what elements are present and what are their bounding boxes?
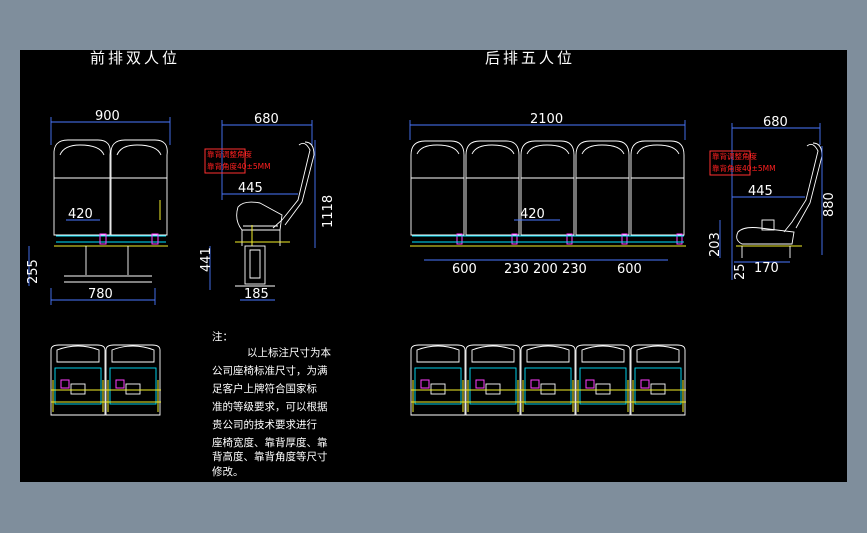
dim-side2-foot: 25 (733, 263, 748, 280)
note-label: 注： (212, 330, 233, 343)
dim-front-left-height: 255 (26, 259, 41, 284)
dim-front-base-width: 780 (88, 287, 113, 302)
front-double-seat-front-view: 900 420 255 780 (26, 109, 171, 305)
dim-side2-base: 170 (754, 261, 779, 276)
dim-side2-height: 880 (822, 192, 837, 217)
plan2-seat-2 (105, 344, 161, 416)
side2-red-note-1: 靠背调整角度 (712, 151, 757, 161)
note-line-3: 足客户上牌符合国家标 (212, 382, 317, 395)
dim-side2-depth: 680 (763, 115, 788, 130)
dim-rear-width: 2100 (530, 112, 563, 127)
side1-red-note-1: 靠背调整角度 (207, 149, 252, 159)
note-line-6: 座椅宽度、靠背厚度、靠 (212, 436, 328, 449)
rear-five-seat-plan-view (410, 344, 686, 416)
drawing-canvas: 前排双人位 后排五人位 900 420 255 780 (20, 49, 847, 482)
plan5-seat-5 (630, 344, 686, 416)
rear-seat-back-3 (520, 140, 575, 245)
note-line-8: 修改。 (212, 465, 244, 478)
dim-side2-seat-height: 203 (708, 232, 723, 257)
dim-rear-seat-width: 420 (520, 207, 545, 222)
note-line-1: 以上标注尺寸为本 (247, 346, 331, 359)
dim-rear-seg-5: 600 (617, 262, 642, 277)
dim-side1-mid: 445 (238, 181, 263, 196)
dim-rear-seg-2: 230 (504, 262, 529, 277)
front-seat-side-view: 680 靠背调整角度 靠背角度40±5MM 445 1118 441 185 (199, 112, 336, 302)
dim-rear-seg-1: 600 (452, 262, 477, 277)
dim-rear-seg-3: 200 (533, 262, 558, 277)
dim-front-width: 900 (95, 109, 120, 124)
side1-red-note-2: 靠背角度40±5MM (207, 161, 271, 171)
dim-side2-mid: 445 (748, 184, 773, 199)
dim-side1-seat-height: 441 (199, 247, 214, 272)
plan2-seat-1 (50, 344, 106, 416)
plan5-seat-1 (410, 344, 466, 416)
note-line-5: 贵公司的技术要求进行 (212, 418, 317, 431)
rear-seat-back-5 (630, 140, 685, 245)
cad-drawing: 前排双人位 后排五人位 900 420 255 780 (26, 49, 837, 478)
title-rear: 后排五人位 (485, 50, 575, 67)
plan5-seat-2 (465, 344, 521, 416)
dim-side1-depth: 680 (254, 112, 279, 127)
rear-seat-back-2 (465, 140, 520, 245)
plan5-seat-3 (520, 344, 576, 416)
plan5-seat-4 (575, 344, 631, 416)
side2-red-note-2: 靠背角度40±5MM (712, 163, 776, 173)
dim-side1-height: 1118 (321, 195, 336, 228)
dim-front-seat-width: 420 (68, 207, 93, 222)
note-line-7: 背高度、靠背角度等尺寸 (212, 450, 328, 463)
dim-rear-seg-4: 230 (562, 262, 587, 277)
title-front: 前排双人位 (90, 50, 180, 67)
note-block: 注： 以上标注尺寸为本 公司座椅标准尺寸，为满 足客户上牌符合国家标 准的等级要… (212, 330, 331, 478)
dim-side1-base: 185 (244, 287, 269, 302)
rear-seat-back-4 (575, 140, 630, 245)
note-line-4: 准的等级要求，可以根据 (212, 400, 328, 413)
rear-five-seat-front-view: 2100 420 600 230 200 230 600 (409, 112, 686, 277)
rear-seat-side-view: 680 靠背调整角度 靠背角度40±5MM 445 880 203 25 170 (708, 115, 837, 280)
note-line-2: 公司座椅标准尺寸，为满 (212, 364, 328, 377)
front-double-seat-plan-view (50, 344, 161, 416)
rear-seat-back-1 (410, 140, 465, 245)
